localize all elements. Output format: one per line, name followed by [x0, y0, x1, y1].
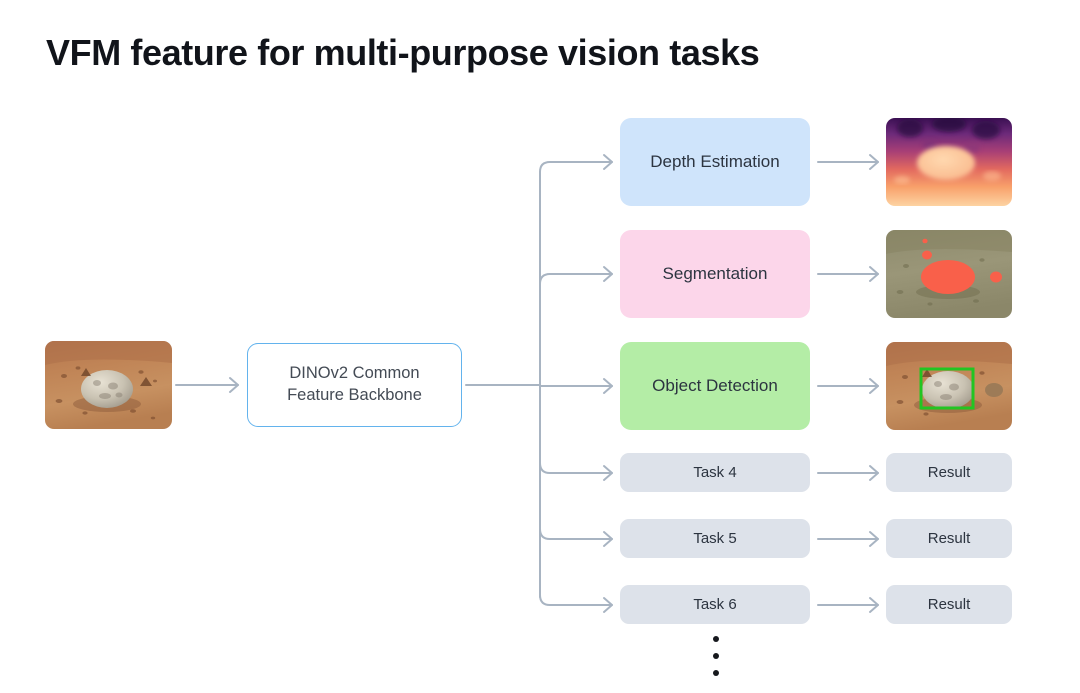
result-box-task-4[interactable]: Result — [886, 453, 1012, 492]
arrowhead-depth-result — [869, 154, 879, 170]
arrowhead-input-to-backbone — [229, 377, 239, 393]
arrowhead-detection — [603, 378, 613, 394]
arrowhead-task5-result — [869, 531, 879, 547]
branch-to-segmentation — [539, 273, 613, 285]
backbone-label-line1: DINOv2 Common — [289, 364, 420, 383]
task-label-task-5: Task 5 — [693, 529, 737, 547]
branch-to-task-4 — [539, 462, 613, 474]
branch-to-depth — [539, 161, 613, 173]
result-segmentation-thumbnail — [886, 230, 1012, 318]
task-box-depth-estimation[interactable]: Depth Estimation — [620, 118, 810, 206]
dinov2-backbone-node[interactable]: DINOv2 Common Feature Backbone — [247, 343, 462, 427]
arrowhead-task-5 — [603, 531, 613, 547]
result-depth-map-thumbnail — [886, 118, 1012, 206]
ellipsis-dot — [713, 653, 719, 659]
depth-map-graphic — [886, 118, 1012, 206]
task-box-task-6[interactable]: Task 6 — [620, 585, 810, 624]
input-image-thumbnail — [45, 341, 172, 429]
arrowhead-segmentation-result — [869, 266, 879, 282]
arrowhead-depth — [603, 154, 613, 170]
arrowhead-task4-result — [869, 465, 879, 481]
task-label-depth: Depth Estimation — [650, 151, 780, 171]
task-box-object-detection[interactable]: Object Detection — [620, 342, 810, 430]
task-label-segmentation: Segmentation — [662, 263, 768, 283]
task-box-segmentation[interactable]: Segmentation — [620, 230, 810, 318]
result-object-detection-thumbnail — [886, 342, 1012, 430]
result-label-task-5: Result — [927, 529, 971, 547]
result-box-task-5[interactable]: Result — [886, 519, 1012, 558]
arrowhead-segmentation — [603, 266, 613, 282]
task-box-task-5[interactable]: Task 5 — [620, 519, 810, 558]
detection-bbox-graphic — [886, 342, 1012, 430]
more-tasks-ellipsis-icon — [708, 636, 724, 676]
result-label-task-4: Result — [927, 463, 971, 481]
segmentation-mask-graphic — [886, 230, 1012, 318]
ellipsis-dot — [713, 670, 719, 676]
backbone-label-line2: Feature Backbone — [287, 386, 422, 404]
backbone-label: DINOv2 Common Feature Backbone — [287, 363, 422, 407]
ellipsis-dot — [713, 636, 719, 642]
arrowhead-task-4 — [603, 465, 613, 481]
page-title: VFM feature for multi-purpose vision tas… — [46, 32, 760, 73]
arrowhead-task-6 — [603, 597, 613, 613]
arrowhead-task6-result — [869, 597, 879, 613]
task-label-task-6: Task 6 — [693, 595, 737, 613]
result-box-task-6[interactable]: Result — [886, 585, 1012, 624]
arrowhead-detection-result — [869, 378, 879, 394]
task-label-object-detection: Object Detection — [652, 375, 778, 395]
task-label-task-4: Task 4 — [693, 463, 737, 481]
branch-to-task-5 — [539, 528, 613, 540]
branch-to-task-6 — [539, 594, 613, 606]
mars-rock-photo-graphic — [45, 341, 172, 429]
task-box-task-4[interactable]: Task 4 — [620, 453, 810, 492]
result-label-task-6: Result — [927, 595, 971, 613]
